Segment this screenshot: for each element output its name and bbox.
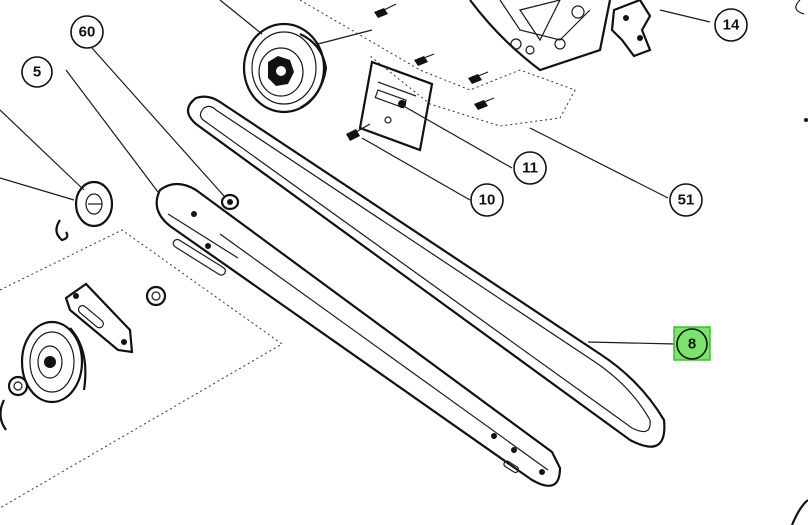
partial-part [795, 0, 805, 15]
svg-text:10: 10 [479, 192, 496, 209]
leader-line [361, 137, 471, 201]
leader-line [587, 341, 677, 345]
partial-part [804, 118, 808, 122]
callout-10: 10 [470, 183, 504, 217]
leader-line [0, 177, 75, 201]
leader-line [0, 109, 85, 191]
callout-14: 14 [714, 8, 748, 42]
partial-part [0, 399, 7, 431]
callout-5: 5 [21, 56, 53, 88]
callout-8-highlighted[interactable]: 8 [673, 326, 711, 361]
tensioner-plate [64, 282, 134, 354]
leader-line [91, 47, 225, 197]
guide-plate [358, 60, 434, 152]
screw-set [374, 3, 495, 110]
circlip [55, 219, 69, 242]
callout-51: 51 [669, 183, 703, 217]
leader-line [219, 0, 263, 35]
engine-housing [469, 0, 612, 72]
bar-nut [220, 193, 240, 211]
guide-bar [155, 182, 562, 487]
drive-sprocket [20, 320, 87, 404]
partial-part [790, 499, 808, 525]
svg-text:51: 51 [678, 192, 695, 209]
group-outline [299, 0, 576, 127]
small-washer [7, 375, 29, 397]
spacer-bushing [145, 285, 167, 307]
chain-catcher [610, 0, 652, 58]
svg-text:11: 11 [522, 160, 538, 177]
callout-60: 60 [70, 15, 104, 49]
svg-text:8: 8 [688, 336, 696, 353]
leader-line [317, 29, 373, 45]
group-outline [0, 229, 283, 509]
svg-text:60: 60 [79, 24, 96, 41]
leader-line [659, 9, 711, 23]
sprocket-drum [242, 22, 328, 114]
callout-11: 11 [513, 151, 547, 185]
saw-chain [186, 95, 666, 448]
svg-text:5: 5 [33, 64, 41, 81]
svg-text:14: 14 [723, 17, 740, 34]
leader-line [399, 103, 513, 169]
washer [74, 180, 114, 228]
leader-line [65, 69, 159, 193]
bar-bolt [346, 123, 371, 141]
leader-line [529, 127, 669, 199]
